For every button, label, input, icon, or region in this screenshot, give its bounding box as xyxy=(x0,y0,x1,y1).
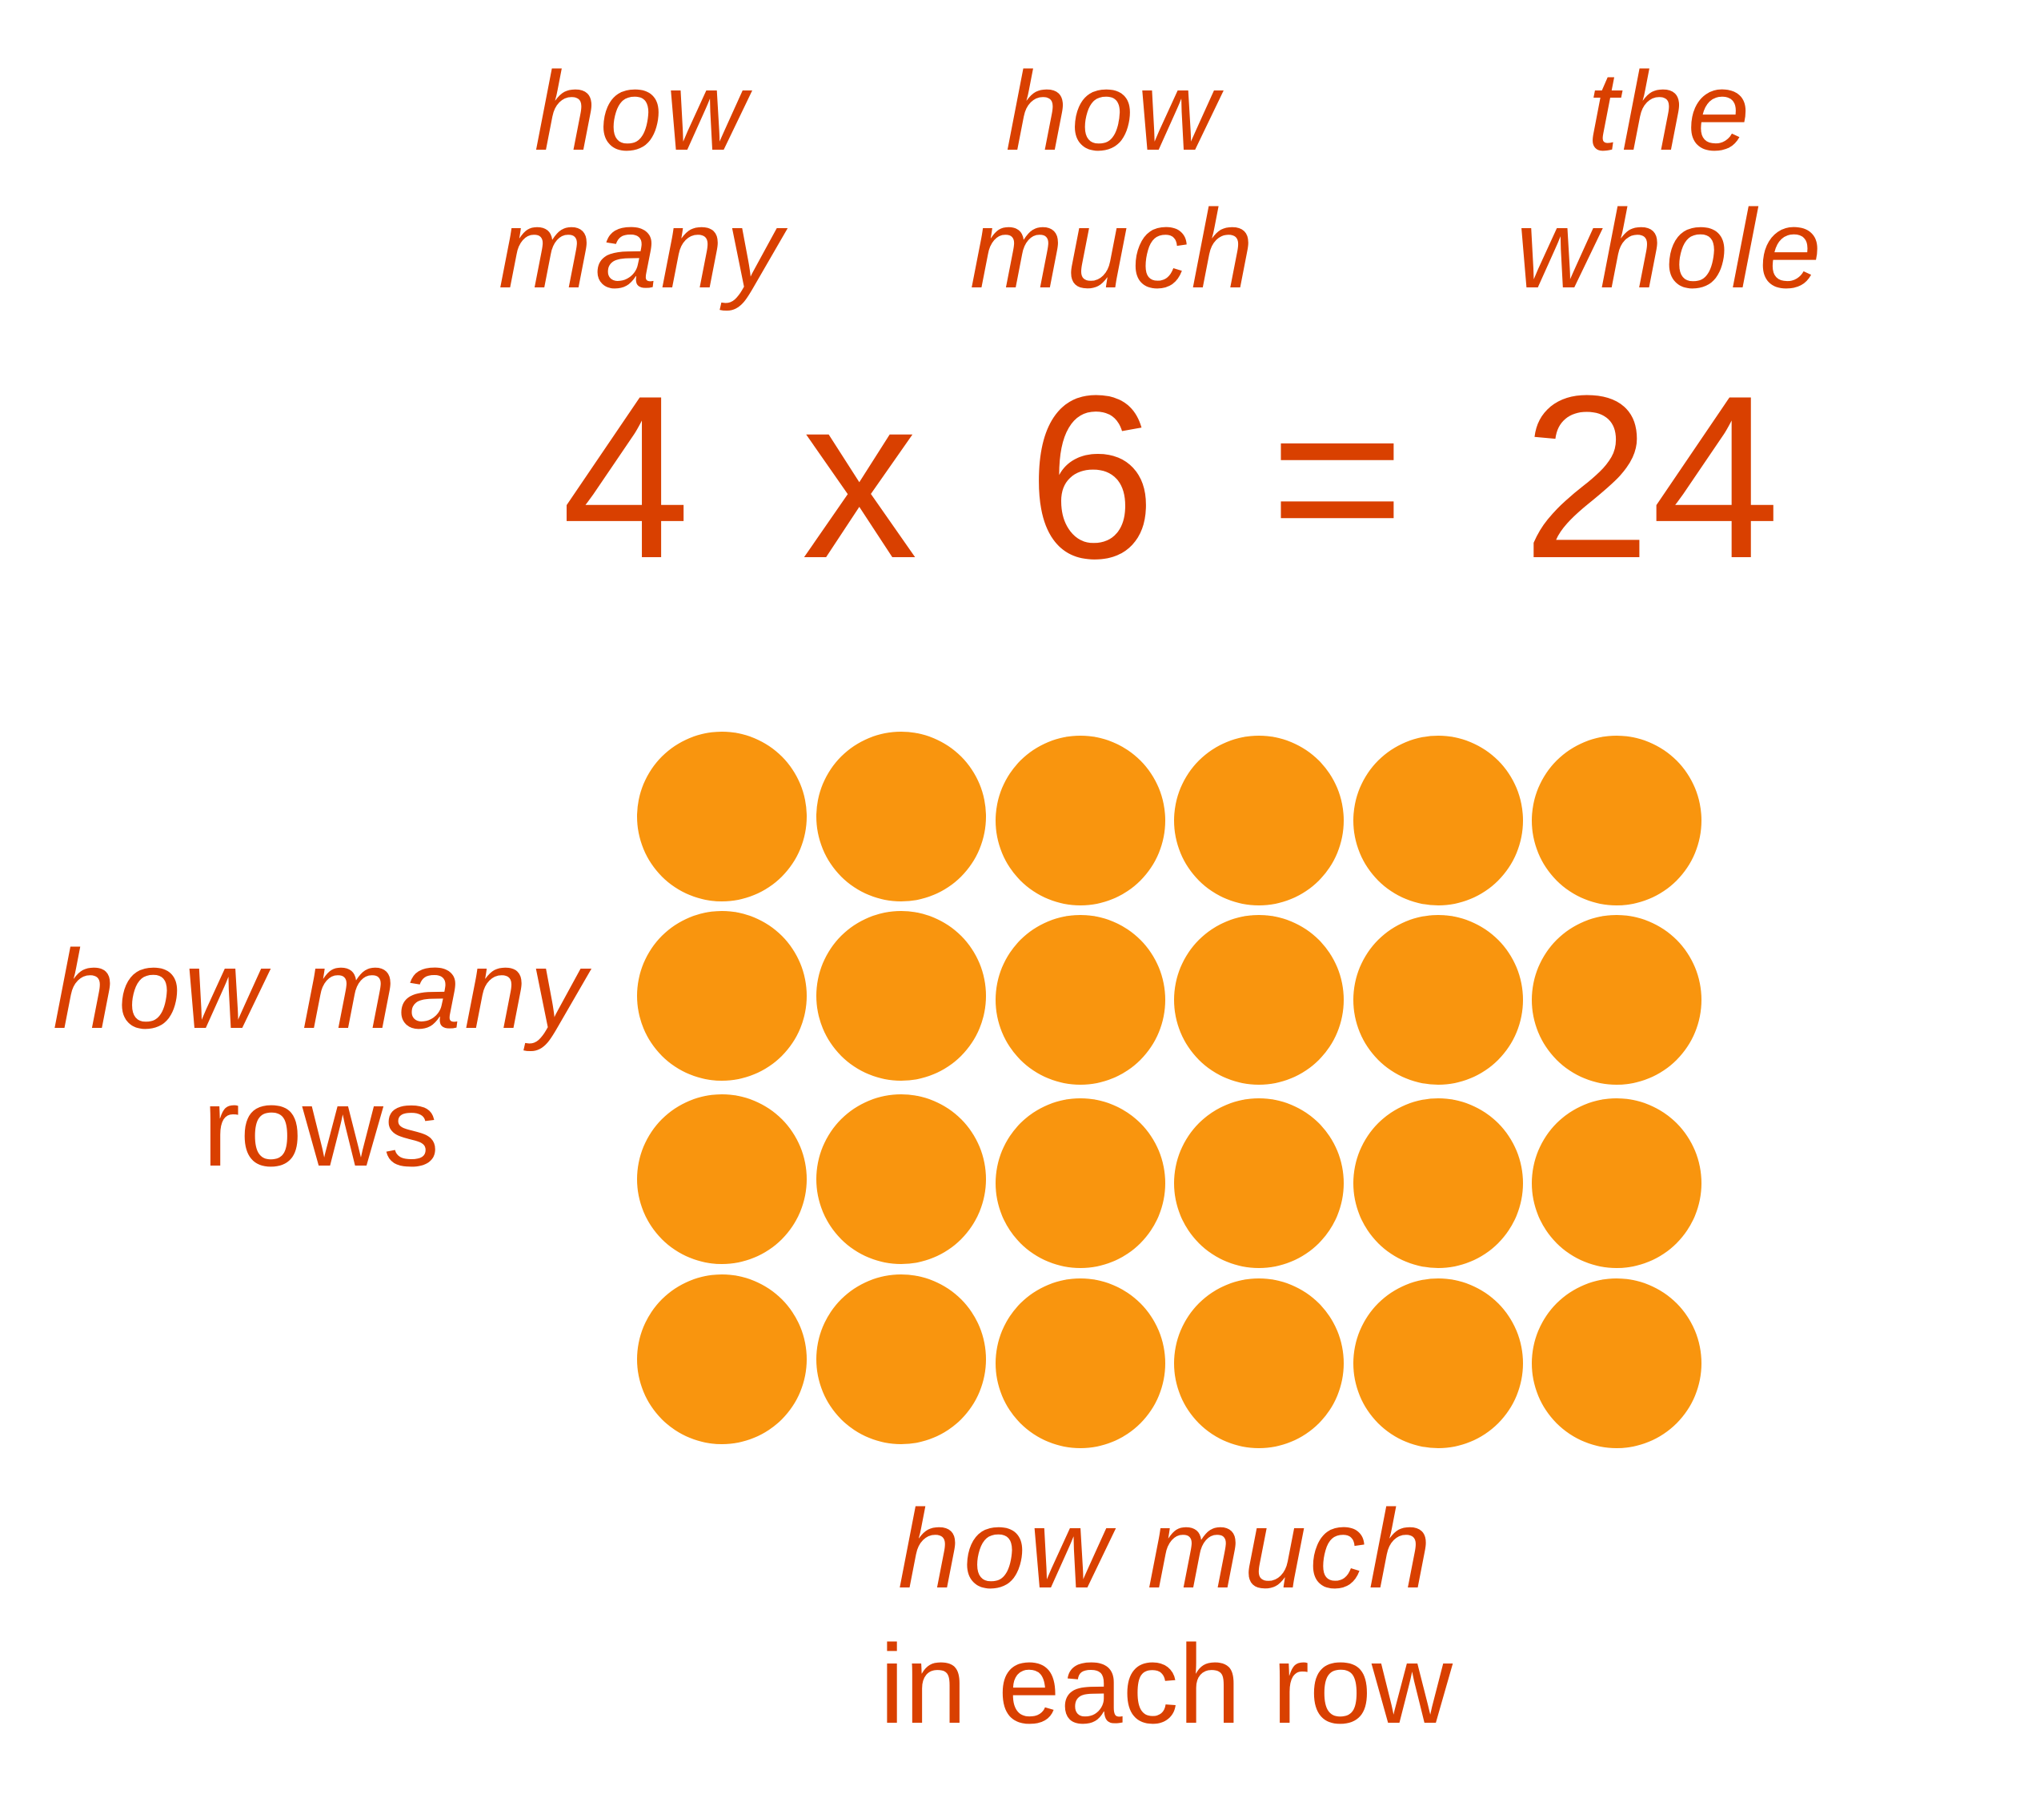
dot xyxy=(1174,1098,1344,1268)
dot xyxy=(1532,915,1701,1085)
dot xyxy=(816,732,986,901)
dot xyxy=(1174,1278,1344,1448)
dot xyxy=(637,1094,807,1264)
dot xyxy=(637,732,807,901)
row-label-line1: how many xyxy=(52,926,590,1052)
dot xyxy=(1174,736,1344,905)
header-how-much-line1: how xyxy=(1005,48,1221,174)
column-label-line1: how much xyxy=(897,1486,1435,1611)
dot xyxy=(996,736,1165,905)
row-label-line2: rows xyxy=(202,1064,439,1190)
dot xyxy=(996,1278,1165,1448)
dot xyxy=(816,1274,986,1444)
header-how-much-line2: much xyxy=(969,186,1257,311)
product: 24 xyxy=(1521,347,1781,607)
header-how-many-line1: how xyxy=(534,48,750,174)
column-label-line2: in each row xyxy=(880,1621,1453,1747)
dot xyxy=(637,1274,807,1444)
dot xyxy=(1532,1098,1701,1268)
dot xyxy=(1353,1278,1523,1448)
dot xyxy=(816,911,986,1081)
dot xyxy=(1532,1278,1701,1448)
dot xyxy=(1353,1098,1523,1268)
factor-columns: 6 xyxy=(1027,347,1156,607)
factor-rows: 4 xyxy=(561,347,691,607)
dot xyxy=(637,911,807,1081)
header-how-many-line2: many xyxy=(498,186,786,311)
dot xyxy=(1353,915,1523,1085)
dot xyxy=(816,1094,986,1264)
dot xyxy=(996,915,1165,1085)
dot xyxy=(1174,915,1344,1085)
equals-sign: = xyxy=(1269,347,1405,607)
dot xyxy=(1353,736,1523,905)
header-the-whole-line2: whole xyxy=(1516,186,1825,311)
times-sign: x xyxy=(801,347,918,607)
dot xyxy=(996,1098,1165,1268)
dot xyxy=(1532,736,1701,905)
header-the-whole-line1: the xyxy=(1587,48,1753,174)
